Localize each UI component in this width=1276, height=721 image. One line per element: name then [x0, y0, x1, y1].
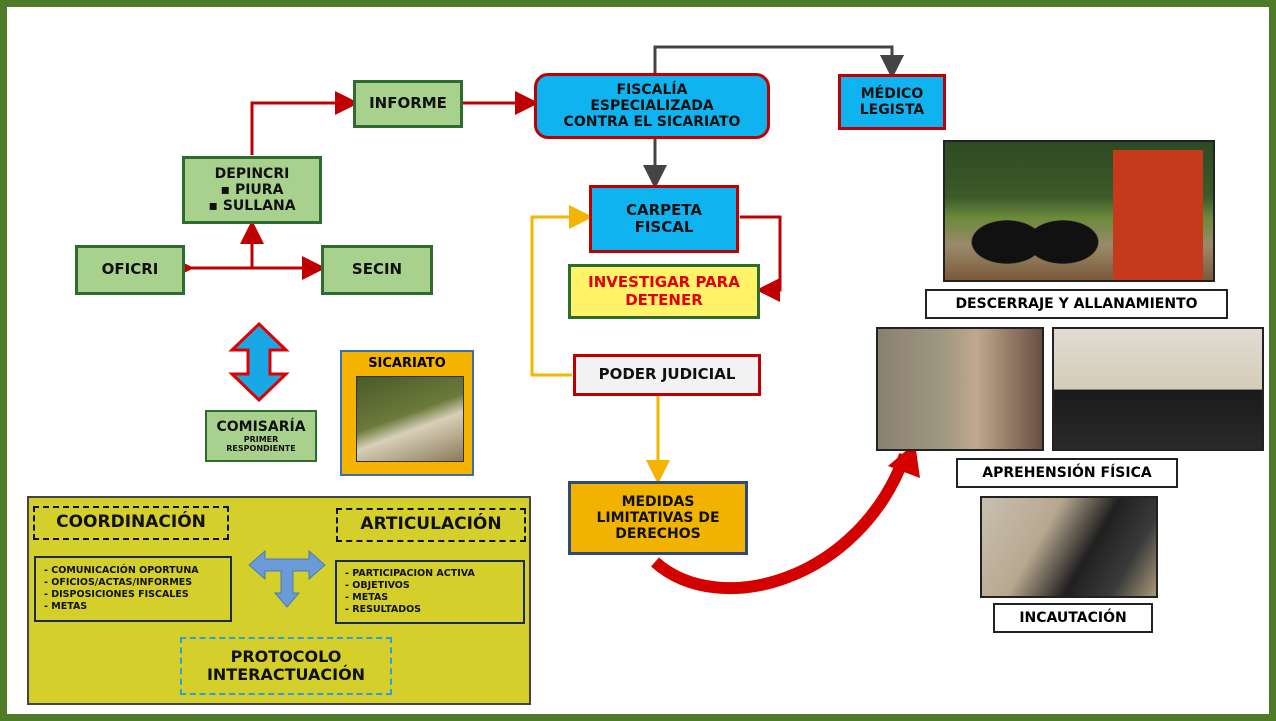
investigar-line-2: DETENER [625, 290, 703, 309]
fiscalia-line-3: CONTRA EL SICARIATO [563, 114, 741, 131]
fiscalia-box: FISCALÍA ESPECIALIZADA CONTRA EL SICARIA… [534, 73, 770, 139]
informe-label: INFORME [369, 94, 447, 113]
sicariato-photo [356, 376, 464, 462]
secin-label: SECIN [351, 260, 403, 279]
aprehension-label: APREHENSIÓN FÍSICA [956, 458, 1178, 488]
coordinacion-label: COORDINACIÓN [56, 512, 206, 533]
poder-judicial-box: PODER JUDICIAL [573, 354, 761, 396]
protocolo-line-1: PROTOCOLO [230, 646, 342, 666]
articulacion-list-box: PARTICIPACION ACTIVA OBJETIVOS METAS RES… [335, 560, 525, 624]
poder-judicial-label: PODER JUDICIAL [598, 365, 736, 384]
carpeta-line-1: CARPETA [625, 200, 703, 219]
descerraje-photo [943, 140, 1215, 282]
line-fiscalia-medico [653, 45, 904, 79]
articulacion-item: METAS [345, 592, 475, 604]
investigar-line-1: INVESTIGAR PARA [588, 273, 740, 292]
comisaria-sub-2: RESPONDIENTE [226, 444, 296, 454]
medidas-line-1: MEDIDAS [621, 493, 695, 510]
coordinacion-list-box: COMUNICACIÓN OPORTUNA OFICIOS/ACTAS/INFO… [34, 556, 232, 622]
line-depincri-informe [250, 91, 359, 155]
comisaria-title: COMISARÍA [216, 418, 306, 435]
t-arrow-icon [248, 549, 326, 608]
line-carpeta-investigar [740, 215, 782, 302]
oficri-label: OFICRI [101, 260, 159, 279]
medidas-line-2: LIMITATIVAS DE [596, 509, 720, 526]
fiscalia-line-2: ESPECIALIZADA [590, 97, 714, 114]
medico-box: MÉDICO LEGISTA [838, 74, 946, 130]
informe-box: INFORME [353, 80, 463, 128]
investigar-box: INVESTIGAR PARA DETENER [568, 264, 760, 319]
articulacion-item: OBJETIVOS [345, 580, 475, 592]
depincri-box: DEPINCRI ▪ PIURA ▪ SULLANA [182, 156, 322, 224]
descerraje-label: DESCERRAJE Y ALLANAMIENTO [925, 289, 1228, 319]
coordinacion-item: DISPOSICIONES FISCALES [44, 589, 199, 601]
sicariato-card: SICARIATO [340, 350, 474, 476]
aprehension-photo-2 [1052, 327, 1264, 451]
articulacion-label: ARTICULACIÓN [360, 514, 502, 535]
comisaria-box: COMISARÍA PRIMER RESPONDIENTE [205, 410, 317, 462]
carpeta-line-2: FISCAL [634, 218, 694, 236]
coordinacion-list: COMUNICACIÓN OPORTUNA OFICIOS/ACTAS/INFO… [44, 565, 199, 613]
line-poder-carpeta [530, 205, 593, 377]
medidas-box: MEDIDAS LIMITATIVAS DE DERECHOS [568, 481, 748, 555]
protocolo-line-2: INTERACTUACIÓN [206, 665, 366, 684]
articulacion-item: PARTICIPACION ACTIVA [345, 568, 475, 580]
medico-line-2: LEGISTA [859, 102, 925, 118]
coordinacion-item: OFICIOS/ACTAS/INFORMES [44, 577, 199, 589]
secin-box: SECIN [321, 245, 433, 295]
articulacion-list: PARTICIPACION ACTIVA OBJETIVOS METAS RES… [345, 568, 475, 616]
sicariato-title: SICARIATO [368, 356, 446, 371]
double-arrow-icon [228, 322, 290, 402]
curve-arrow-head [888, 443, 920, 478]
depincri-item-piura-text: PIURA [234, 181, 284, 198]
comisaria-sub-1: PRIMER [243, 434, 279, 444]
medidas-line-3: DERECHOS [615, 526, 701, 543]
coordinacion-item: METAS [44, 601, 199, 613]
depincri-item-sullana: ▪ SULLANA [208, 198, 296, 215]
curve-arrow [651, 452, 911, 595]
articulacion-item: RESULTADOS [345, 604, 475, 616]
aprehension-photo-1 [876, 327, 1044, 451]
fiscalia-line-1: FISCALÍA [616, 81, 688, 98]
medico-line-1: MÉDICO [860, 85, 924, 102]
protocolo-box: PROTOCOLO INTERACTUACIÓN [180, 637, 392, 695]
depincri-item-sullana-text: SULLANA [222, 198, 296, 215]
coordinacion-box: COORDINACIÓN [33, 506, 229, 540]
depincri-item-piura: ▪ PIURA [220, 181, 284, 198]
descerraje-door [1113, 150, 1203, 280]
carpeta-box: CARPETA FISCAL [589, 185, 739, 253]
incautacion-label: INCAUTACIÓN [993, 603, 1153, 633]
coordinacion-item: COMUNICACIÓN OPORTUNA [44, 565, 198, 577]
depincri-title: DEPINCRI [214, 165, 290, 182]
articulacion-box: ARTICULACIÓN [336, 508, 526, 542]
incautacion-photo [980, 496, 1158, 598]
descerraje-figures [965, 182, 1105, 280]
oficri-box: OFICRI [75, 245, 185, 295]
